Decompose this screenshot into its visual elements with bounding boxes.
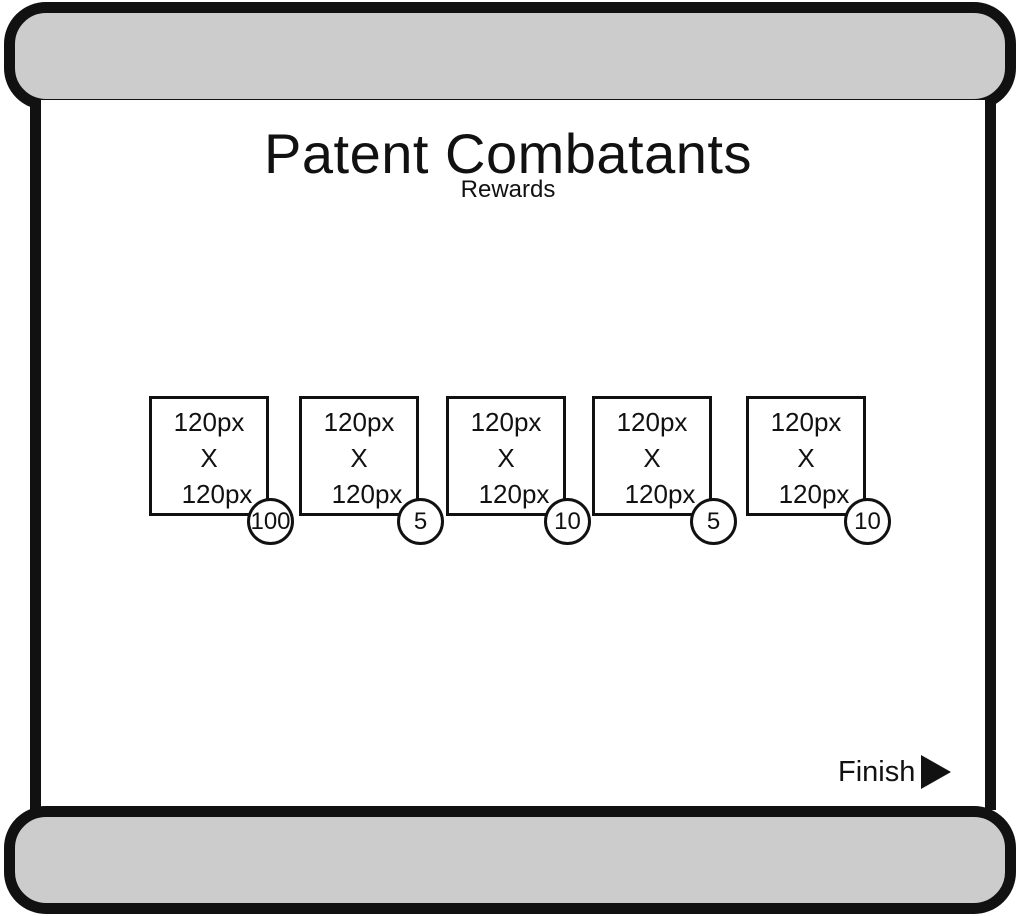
reward-amount-badge: 5 bbox=[397, 498, 444, 545]
reward-amount-badge: 10 bbox=[544, 498, 591, 545]
reward-image-width: 120px bbox=[470, 407, 542, 437]
reward-image-height: 120px bbox=[778, 479, 850, 509]
reward-image-height: 120px bbox=[181, 479, 253, 509]
reward-card-1[interactable]: 120px X 120px 100 bbox=[149, 396, 294, 545]
reward-card-4[interactable]: 120px X 120px 5 bbox=[592, 396, 737, 545]
reward-amount-badge: 5 bbox=[690, 498, 737, 545]
reward-image-height: 120px bbox=[624, 479, 696, 509]
scroll-bottom-roller bbox=[4, 806, 1016, 914]
reward-image-times: X bbox=[643, 443, 661, 473]
reward-amount-badge: 10 bbox=[844, 498, 891, 545]
scroll-top-roller bbox=[4, 2, 1016, 110]
reward-image-height: 120px bbox=[331, 479, 403, 509]
reward-card-2[interactable]: 120px X 120px 5 bbox=[299, 396, 444, 545]
reward-image-times: X bbox=[200, 443, 218, 473]
reward-image-times: X bbox=[797, 443, 815, 473]
play-arrow-icon bbox=[921, 755, 952, 789]
reward-image-height: 120px bbox=[478, 479, 550, 509]
reward-card-5[interactable]: 120px X 120px 10 bbox=[746, 396, 891, 545]
reward-card-3[interactable]: 120px X 120px 10 bbox=[446, 396, 591, 545]
screen-subtitle: Rewards bbox=[460, 176, 556, 203]
reward-image-times: X bbox=[350, 443, 368, 473]
reward-amount-badge: 100 bbox=[247, 498, 294, 545]
reward-image-times: X bbox=[497, 443, 515, 473]
game-title: Patent Combatants bbox=[264, 122, 752, 185]
reward-image-width: 120px bbox=[173, 407, 245, 437]
reward-image-width: 120px bbox=[616, 407, 688, 437]
reward-image-width: 120px bbox=[323, 407, 395, 437]
finish-button-label: Finish bbox=[838, 756, 916, 788]
finish-button[interactable]: Finish bbox=[838, 752, 952, 792]
reward-image-width: 120px bbox=[770, 407, 842, 437]
